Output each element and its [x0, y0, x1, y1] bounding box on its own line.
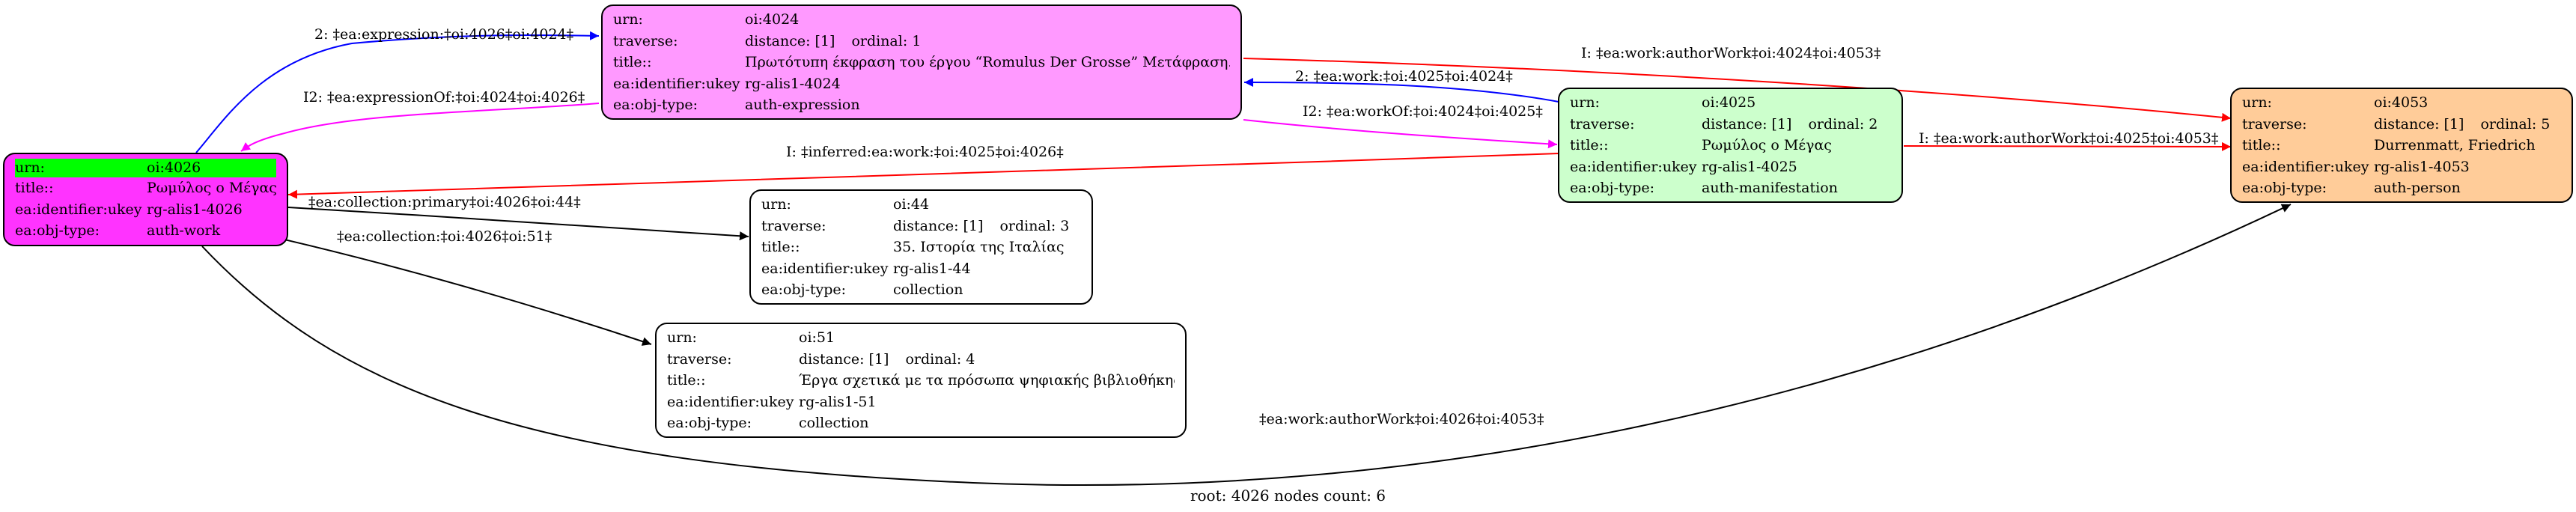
edge-work-4025-4024 [1243, 78, 1559, 103]
title-key: title:: [15, 180, 54, 196]
urn-key: urn: [15, 159, 45, 176]
title-value: Πρωτότυπη έκφραση του έργου “Romulus Der… [745, 54, 1230, 70]
node-oi-51[interactable]: urn: oi:51 traverse: distance: [1] ordinal:… [655, 323, 1187, 438]
distance-value: distance: [1] [745, 32, 835, 49]
edge-collection-4026-51 [284, 239, 652, 346]
node-oi-4025[interactable]: urn: oi:4025 traverse: distance: [1] ordina… [1558, 88, 1903, 203]
edge-label-authorWork-4024: I: ‡ea:work:authorWork‡oi:4024‡oi:4053‡ [1581, 45, 1881, 61]
type-key: ea:obj-type: [2242, 180, 2327, 196]
traverse-key: traverse: [2242, 115, 2307, 132]
urn-value: oi:4053 [2374, 94, 2429, 111]
edge-label-collection-primary: ‡ea:collection:primary‡oi:4026‡oi:44‡ [308, 194, 581, 210]
traverse-key: traverse: [761, 217, 826, 234]
title-key: title:: [2242, 137, 2281, 153]
ukey-value: rg-alis1-4025 [1702, 158, 1797, 175]
edge-label-expressionOf: I2: ‡ea:expressionOf:‡oi:4024‡oi:4026‡ [303, 89, 585, 106]
type-value: auth-work [147, 222, 221, 239]
ukey-value: rg-alis1-51 [799, 393, 877, 410]
ukey-value: rg-alis1-4024 [745, 75, 841, 92]
type-key: ea:obj-type: [1570, 180, 1655, 196]
urn-key: urn: [667, 329, 697, 346]
ukey-value: rg-alis1-4053 [2374, 158, 2470, 175]
distance-value: distance: [1] [893, 217, 984, 234]
type-key: ea:obj-type: [613, 97, 698, 113]
edge-expressionOf-4024-4026 [240, 103, 600, 152]
title-key: title:: [613, 54, 652, 70]
title-key: title:: [667, 372, 706, 388]
distance-value: distance: [1] [1702, 115, 1792, 132]
type-value: collection [799, 415, 869, 431]
traverse-key: traverse: [667, 350, 732, 368]
edge-authorWork-4026-4053 [201, 204, 2292, 486]
ukey-key: ea:identifier:ukey [761, 260, 889, 277]
type-key: ea:obj-type: [761, 281, 847, 298]
edge-inferred-work-4025-4026 [287, 153, 1559, 199]
edge-authorWork-4025-4053 [1903, 141, 2232, 151]
ordinal-value: ordinal: 4 [905, 350, 975, 368]
title-value: Ρωμύλος ο Μέγας [1702, 137, 1832, 153]
edge-label-authorWork-4025: I: ‡ea:work:authorWork‡oi:4025‡oi:4053‡ [1919, 130, 2218, 147]
edge-label-work: 2: ‡ea:work:‡oi:4025‡oi:4024‡ [1295, 68, 1513, 85]
urn-value: oi:51 [799, 329, 835, 346]
traverse-key: traverse: [1570, 115, 1635, 132]
ukey-key: ea:identifier:ukey [613, 75, 740, 92]
urn-value: oi:4024 [745, 11, 800, 28]
type-key: ea:obj-type: [667, 415, 752, 431]
type-key: ea:obj-type: [15, 222, 100, 239]
ukey-value: rg-alis1-4026 [147, 201, 243, 218]
ukey-key: ea:identifier:ukey [667, 393, 794, 410]
node-oi-4024[interactable]: urn: oi:4024 traverse: distance: [1] ordina… [601, 4, 1242, 120]
type-value: auth-person [2374, 180, 2461, 196]
graph-footer: root: 4026 nodes count: 6 [1190, 487, 1386, 505]
title-key: title:: [1570, 137, 1609, 153]
edge-expression-4026-4024 [195, 31, 600, 153]
urn-key: urn: [1570, 94, 1600, 111]
edge-collection-primary-4026-44 [287, 207, 749, 241]
edge-label-inferred: I: ‡inferred:ea:work:‡oi:4025‡oi:4026‡ [786, 144, 1064, 160]
ordinal-value: ordinal: 1 [851, 32, 922, 49]
type-value: auth-expression [745, 97, 860, 113]
ukey-value: rg-alis1-44 [893, 260, 971, 277]
type-value: auth-manifestation [1702, 180, 1838, 196]
edge-workOf-4024-4025 [1243, 119, 1558, 149]
title-value: Durrenmatt, Friedrich [2374, 137, 2536, 153]
node-oi-4026[interactable]: urn: oi:4026 title::Ρωμύλος ο Μέγας ea:id… [3, 153, 288, 246]
ukey-key: ea:identifier:ukey [1570, 158, 1697, 175]
ukey-key: ea:identifier:ukey [15, 201, 142, 218]
ordinal-value: ordinal: 5 [2480, 115, 2551, 132]
title-value: Ρωμύλος ο Μέγας [147, 180, 276, 196]
urn-value: oi:4025 [1702, 94, 1756, 111]
node-oi-4053[interactable]: urn: oi:4053 traverse: distance: [1] ordina… [2230, 88, 2573, 203]
ordinal-value: ordinal: 3 [999, 217, 1070, 234]
distance-value: distance: [1] [799, 350, 889, 368]
edge-label-expression: 2: ‡ea:expression:‡oi:4026‡oi:4024‡ [314, 26, 573, 43]
ordinal-value: ordinal: 2 [1808, 115, 1878, 132]
traverse-key: traverse: [613, 32, 678, 49]
type-value: collection [893, 281, 963, 298]
urn-value: oi:4026 [147, 159, 201, 176]
edge-label-workOf: I2: ‡ea:workOf:‡oi:4024‡oi:4025‡ [1303, 103, 1543, 120]
edge-label-authorWork-4026: ‡ea:work:authorWork‡oi:4026‡oi:4053‡ [1259, 411, 1544, 427]
urn-value: oi:44 [893, 196, 930, 213]
urn-key: urn: [2242, 94, 2272, 111]
edge-label-collection: ‡ea:collection:‡oi:4026‡oi:51‡ [337, 228, 552, 245]
title-value: Έργα σχετικά με τα πρόσωπα ψηφιακής βιβλ… [799, 372, 1175, 388]
node-oi-44[interactable]: urn: oi:44 traverse: distance: [1] ordinal:… [749, 189, 1093, 305]
urn-key: urn: [613, 11, 643, 28]
urn-key: urn: [761, 196, 791, 213]
title-key: title:: [761, 239, 800, 255]
edge-authorWork-4024-4053 [1243, 58, 2232, 122]
title-value: 35. Ιστορία της Ιταλίας [893, 239, 1065, 255]
distance-value: distance: [1] [2374, 115, 2464, 132]
ukey-key: ea:identifier:ukey [2242, 158, 2369, 175]
